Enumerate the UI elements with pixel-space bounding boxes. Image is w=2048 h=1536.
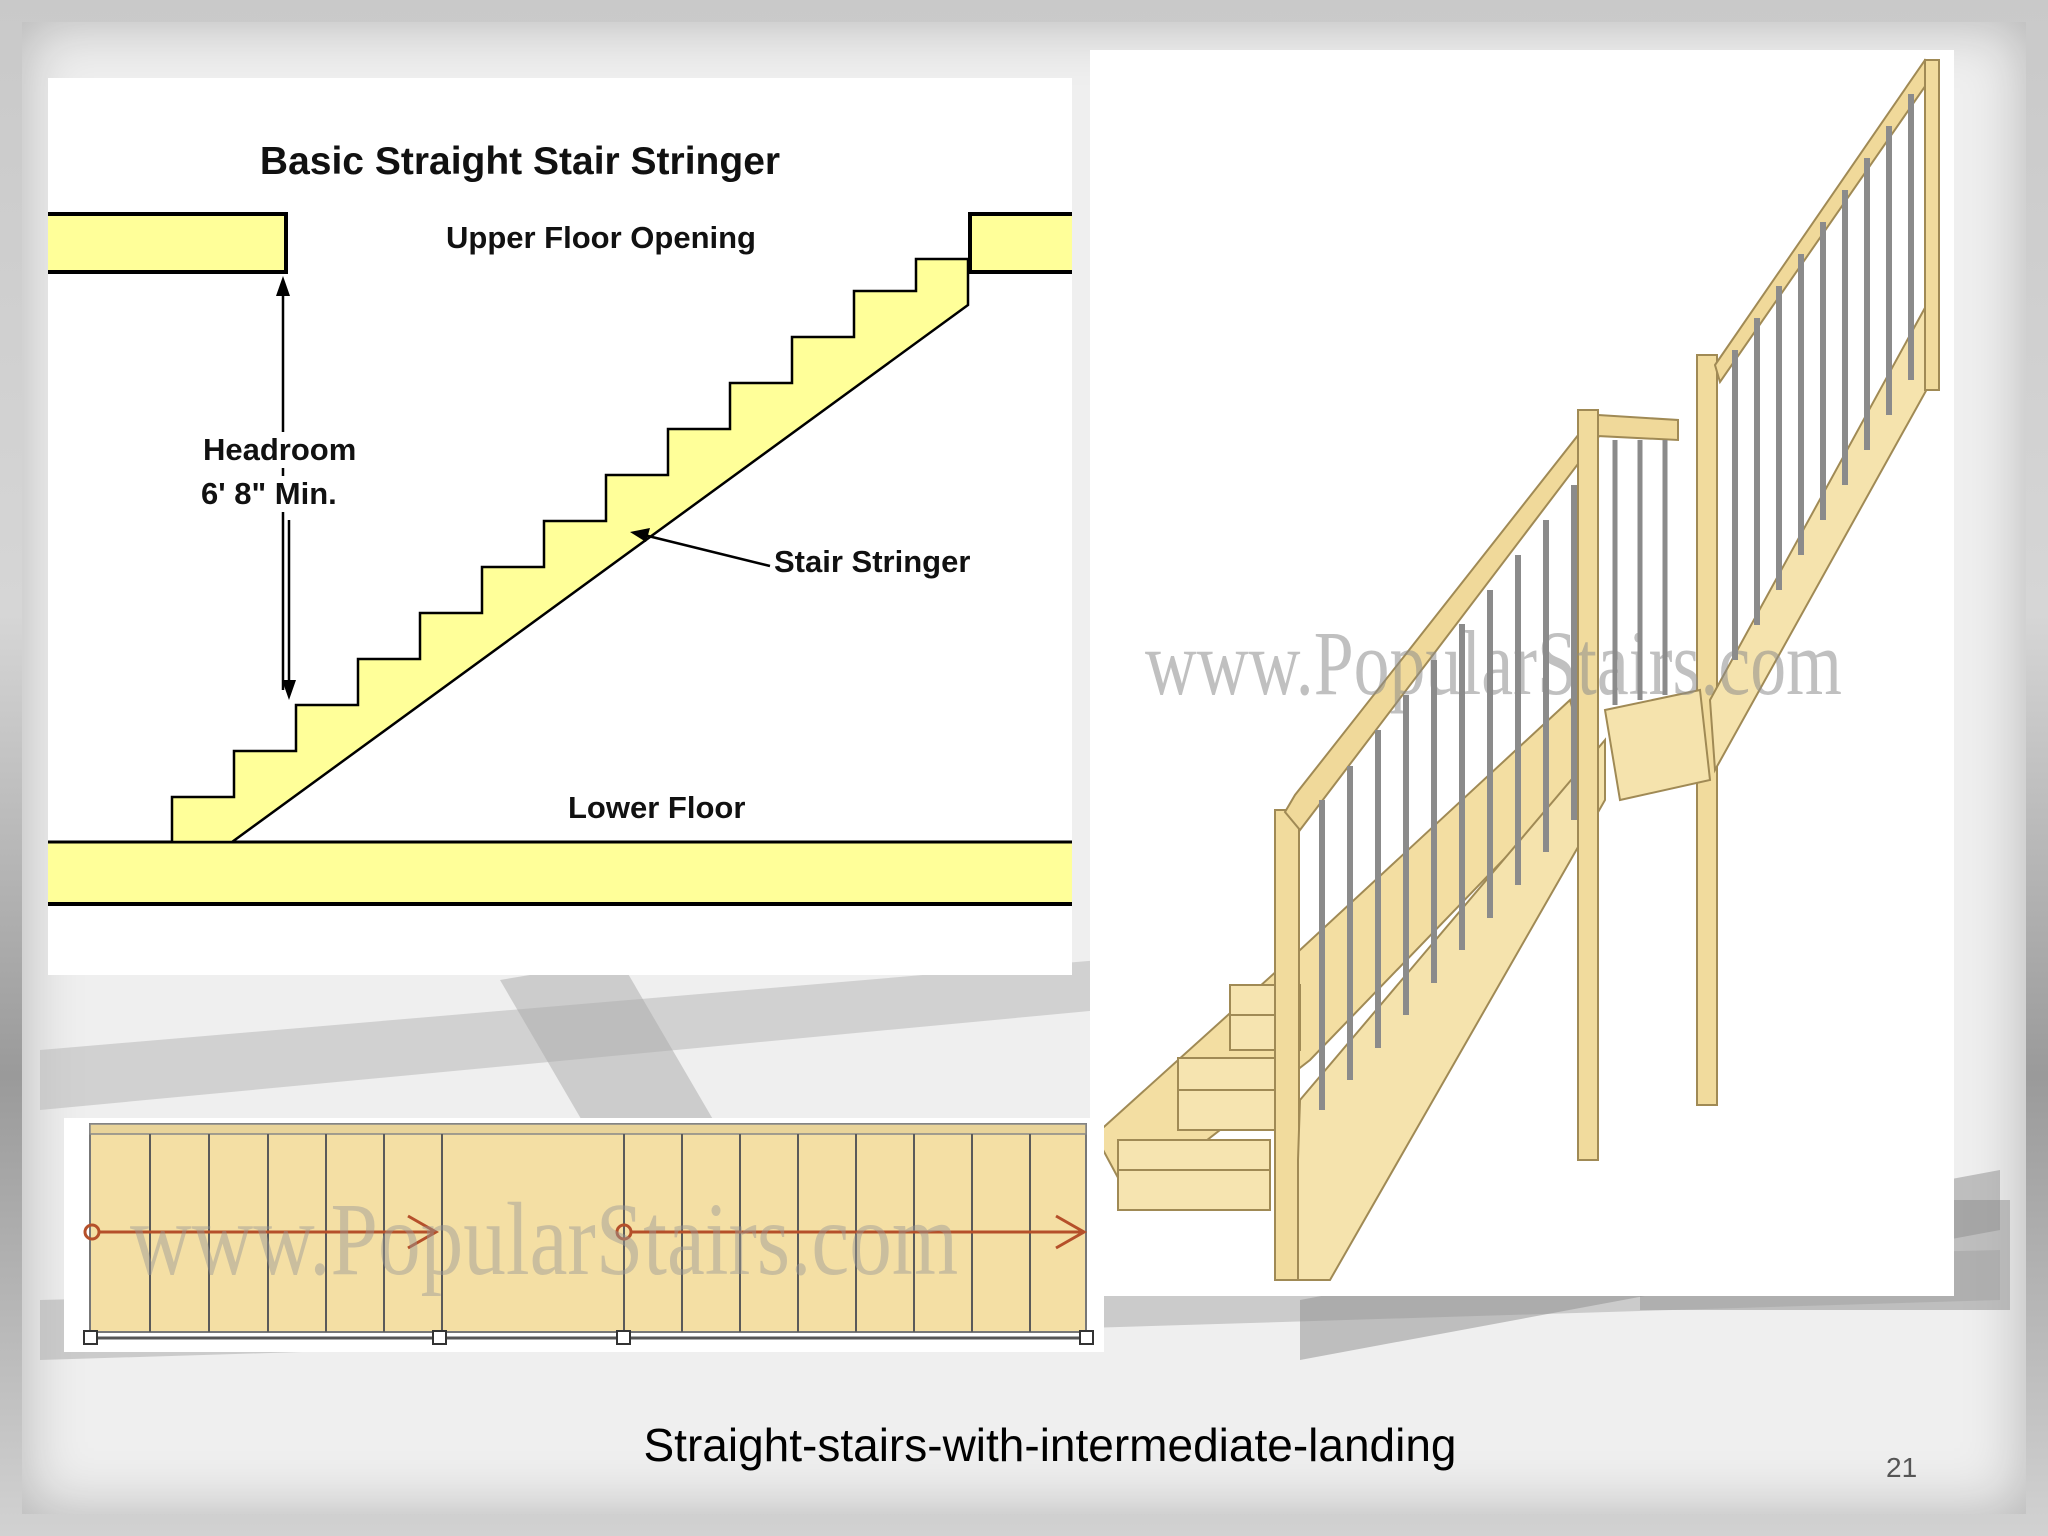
lower-balusters xyxy=(1319,485,1577,1110)
stair-render-drawing xyxy=(1093,58,1940,1281)
plan-view-drawing xyxy=(83,1123,1094,1345)
render-watermark: www.PopularStairs.com xyxy=(1145,612,1842,714)
page-number: 21 xyxy=(1886,1452,1918,1483)
lower-floor-slab xyxy=(48,842,1072,904)
upper-balusters xyxy=(1732,94,1914,660)
stringer-diagram: Basic Straight Stair Stringer Upper Floo… xyxy=(48,78,1072,975)
label-stair-stringer: Stair Stringer xyxy=(774,544,971,579)
label-headroom-min: 6' 8" Min. xyxy=(201,476,337,512)
stair-stringer-shape xyxy=(170,257,970,844)
diagram-title: Basic Straight Stair Stringer xyxy=(259,140,781,183)
label-lower-floor: Lower Floor xyxy=(568,790,746,825)
upper-floor-right xyxy=(970,214,1072,272)
label-upper-floor-opening: Upper Floor Opening xyxy=(446,220,756,255)
slide-caption: Straight-stairs-with-intermediate-landin… xyxy=(643,1419,1457,1471)
direction-arrows xyxy=(83,1214,1088,1250)
stair-render-image: www.PopularStairs.com xyxy=(1090,50,1954,1296)
plan-post-markers xyxy=(83,1330,1094,1345)
plan-view-image: www.PopularStairs.com xyxy=(64,1118,1104,1352)
stringer-drawing xyxy=(48,212,1072,906)
label-headroom: Headroom xyxy=(203,432,357,468)
landing-balusters xyxy=(1612,440,1668,705)
upper-floor-left xyxy=(48,214,286,272)
plan-watermark: www.PopularStairs.com xyxy=(130,1182,959,1297)
